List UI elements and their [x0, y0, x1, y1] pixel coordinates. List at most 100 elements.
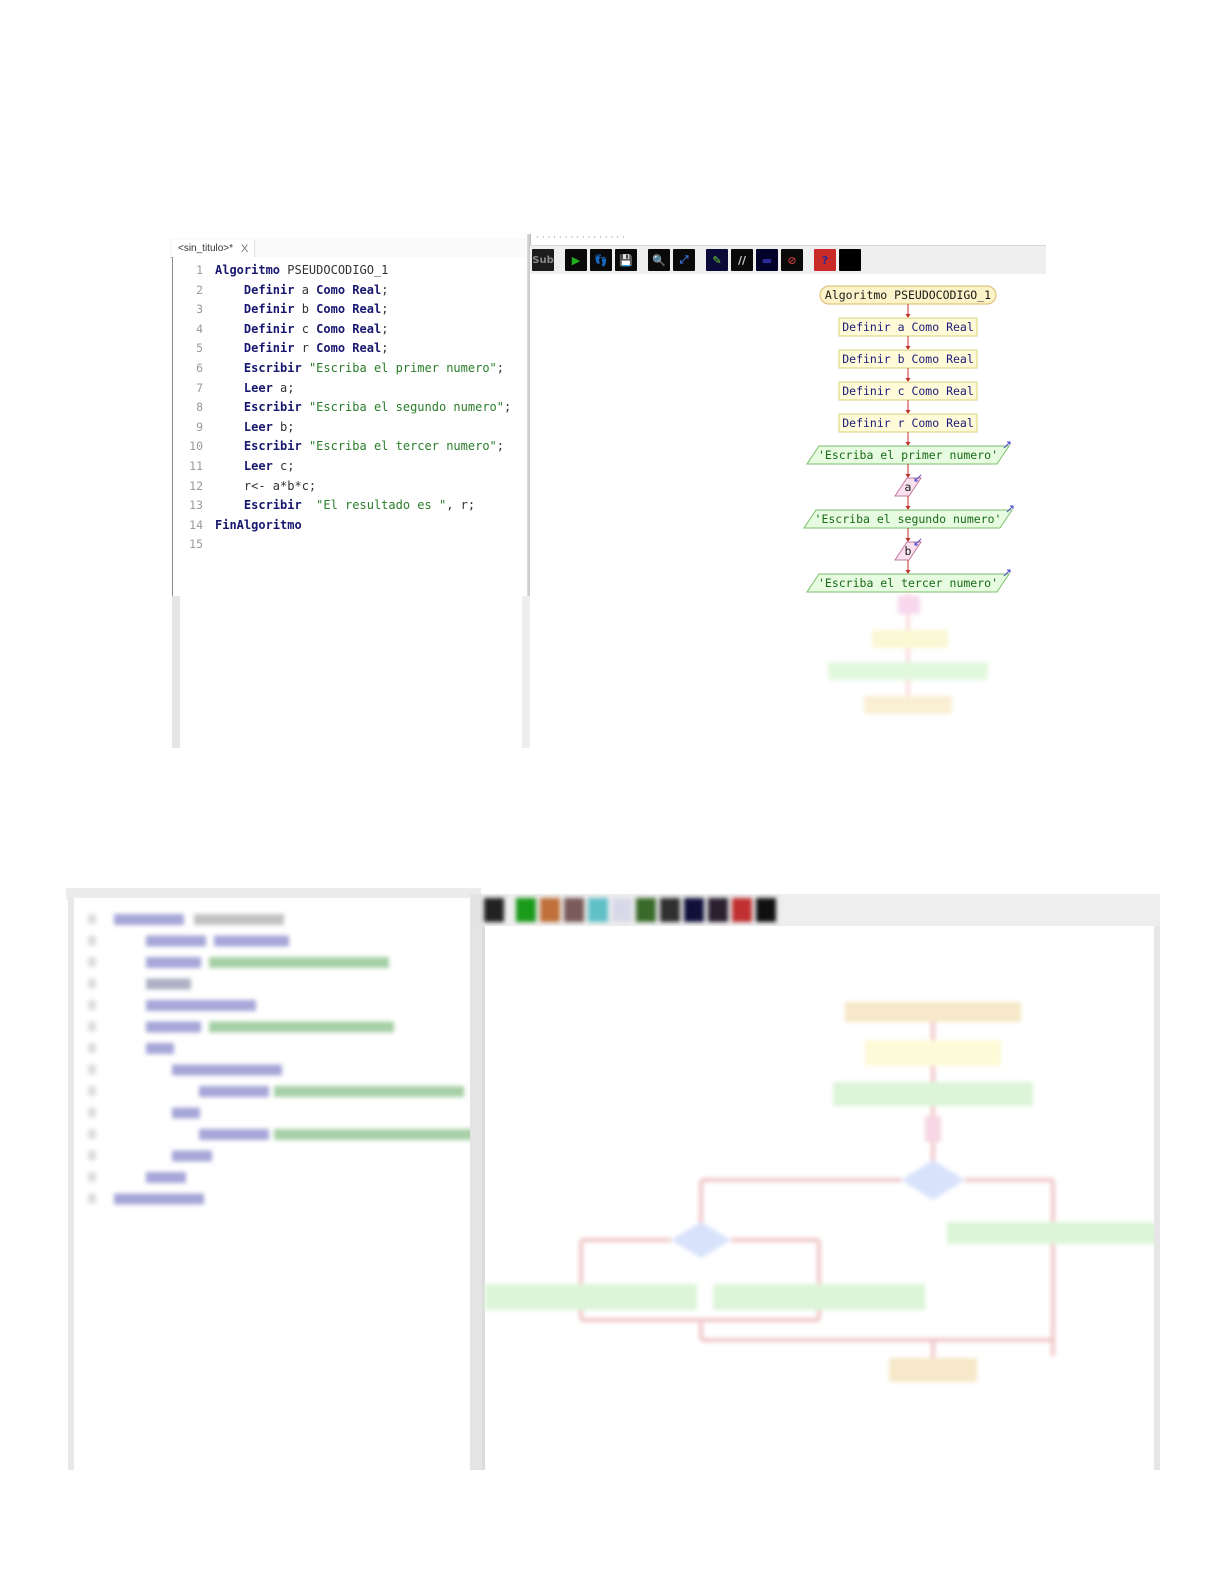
input-label: b — [905, 544, 912, 558]
blurred-code-token — [274, 1129, 474, 1140]
code-line[interactable]: 7 Leer a; — [173, 379, 511, 399]
splitter[interactable] — [527, 234, 531, 596]
panel-edge — [1154, 926, 1160, 1470]
fit-to-window-icon[interactable]: ⤢ — [673, 249, 695, 271]
code-line[interactable]: 11 Leer c; — [173, 457, 511, 477]
output-arrow-icon — [1003, 569, 1011, 577]
code-line[interactable]: 8 Escribir "Escriba el segundo numero"; — [173, 398, 511, 418]
arrow-head — [905, 378, 911, 382]
comments-icon[interactable]: // — [731, 249, 753, 271]
line-number: 14 — [189, 517, 203, 532]
code-token — [215, 281, 244, 301]
hide-comments-icon[interactable]: ⊘ — [781, 249, 803, 271]
code-token — [215, 339, 244, 359]
extra-icon[interactable] — [839, 249, 861, 271]
blurred-code-token — [209, 1021, 394, 1033]
zoom-icon[interactable]: 🔍 — [648, 249, 670, 271]
input-arrow-icon — [914, 474, 922, 482]
blurred-decision — [901, 1160, 965, 1200]
output-arrow-icon — [1003, 441, 1011, 449]
blurred-toolbar-button[interactable] — [636, 898, 656, 922]
blurred-toolbar-icons — [484, 898, 776, 922]
blurred-code-token — [114, 914, 184, 925]
line-number: 11 — [189, 458, 203, 473]
line-number: 3 — [196, 302, 203, 317]
code-token: b — [294, 302, 317, 317]
code-line[interactable]: 4 Definir c Como Real; — [173, 320, 511, 340]
editor-tab-bar: <sin_titulo>* X — [170, 238, 530, 258]
blurred-toolbar-button[interactable] — [708, 898, 728, 922]
flowchart-output[interactable] — [806, 573, 1010, 593]
step-by-step-icon[interactable]: 👣 — [590, 249, 612, 271]
flowchart-output[interactable] — [806, 445, 1010, 465]
blurred-toolbar-button[interactable] — [612, 898, 632, 922]
start-label: Algoritmo PSEUDOCODIGO_1 — [825, 288, 991, 302]
keyword-token: Como Real — [316, 321, 382, 336]
code-line[interactable]: 9 Leer b; — [173, 418, 511, 438]
blurred-toolbar-button[interactable] — [588, 898, 608, 922]
code-line[interactable]: 6 Escribir "Escriba el primer numero"; — [173, 359, 511, 379]
line-number: 5 — [196, 341, 203, 356]
edit-flowchart-icon[interactable]: ✎ — [706, 249, 728, 271]
blurred-toolbar-button[interactable] — [756, 898, 776, 922]
blurred-toolbar-button[interactable] — [684, 898, 704, 922]
flowchart-output[interactable] — [803, 509, 1013, 529]
blurred-code-token — [146, 1172, 186, 1183]
code-line[interactable]: 3 Definir b Como Real; — [173, 300, 511, 320]
blurred-code-token — [199, 1129, 269, 1140]
code-token: c — [294, 321, 317, 336]
code-token: c — [272, 458, 288, 473]
code-token: r<- a*b*c; — [215, 478, 317, 493]
code-line[interactable]: 12 r<- a*b*c; — [173, 477, 511, 497]
blurred-toolbar-button[interactable] — [564, 898, 584, 922]
blurred-code-token — [146, 957, 201, 968]
blurred-toolbar-button[interactable] — [516, 898, 536, 922]
code-line[interactable]: 2 Definir a Como Real; — [173, 281, 511, 301]
blurred-code — [88, 914, 474, 1205]
flowchart-canvas-blurred[interactable] — [482, 926, 1159, 1470]
code-line[interactable]: 15 — [173, 535, 511, 555]
string-token: "Escriba el tercer numero" — [308, 439, 497, 454]
keyword-token: Leer — [243, 419, 273, 434]
flowchart-input[interactable] — [894, 541, 922, 561]
code-line[interactable]: 10 Escribir "Escriba el tercer numero"; — [173, 437, 511, 457]
code-editor-blurred[interactable] — [68, 898, 486, 1470]
blurred-toolbar-button[interactable] — [540, 898, 560, 922]
blurred-input — [925, 1116, 941, 1142]
code-token: PSEUDOCODIGO_1 — [280, 263, 389, 277]
blurred-toolbar-button[interactable] — [732, 898, 752, 922]
blurred-code-token — [199, 1086, 269, 1097]
blurred-code-token — [146, 1021, 201, 1033]
help-icon[interactable]: ? — [814, 249, 836, 271]
keyword-token: Como Real — [316, 302, 382, 317]
code-line[interactable]: 5 Definir r Como Real; — [173, 339, 511, 359]
run-icon[interactable]: ▶ — [565, 249, 587, 271]
process-label: Definir b Como Real — [842, 352, 974, 366]
code-token — [215, 457, 244, 477]
code-token: ; — [381, 302, 389, 317]
input-label: a — [905, 480, 912, 494]
line-number: 7 — [196, 380, 203, 395]
splitter[interactable] — [470, 894, 484, 1470]
collapse-icon[interactable]: ▬ — [756, 249, 778, 271]
blurred-toolbar-button[interactable] — [484, 898, 504, 922]
save-icon[interactable]: 💾 — [615, 249, 637, 271]
blurred-toolbar-button[interactable] — [660, 898, 680, 922]
close-icon[interactable]: X — [241, 242, 249, 255]
line-number: 12 — [189, 478, 203, 493]
tab-sin-titulo[interactable]: <sin_titulo>* X — [172, 240, 256, 257]
flowchart-input[interactable] — [894, 477, 922, 497]
output-arrow-icon — [1006, 505, 1014, 513]
subprocess-icon[interactable]: Sub — [532, 249, 554, 271]
code-token: ; — [287, 380, 295, 395]
code-line[interactable]: 13 Escribir "El resultado es ", r; — [173, 496, 511, 516]
line-number: 6 — [196, 360, 203, 375]
keyword-token: Escribir — [243, 498, 302, 513]
keyword-token: Como Real — [316, 282, 382, 297]
